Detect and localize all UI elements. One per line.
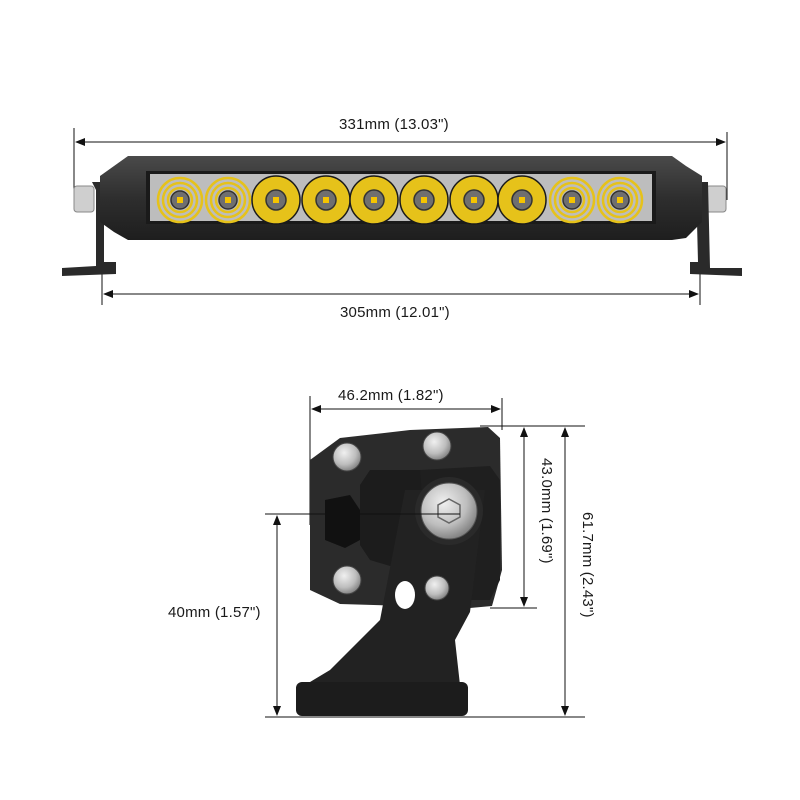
led-light-bar	[62, 156, 742, 276]
housing-height-label: 43.0mm (1.69")	[538, 458, 555, 564]
overall-length-label: 331mm (13.03")	[339, 116, 449, 133]
bracket-span-label: 305mm (12.01")	[340, 304, 450, 321]
housing-height-dimension	[480, 425, 585, 609]
side-view-housing	[265, 427, 502, 716]
mount-height-label: 40mm (1.57")	[168, 604, 261, 621]
side-width-label: 46.2mm (1.82")	[338, 387, 444, 404]
led-array	[156, 175, 644, 225]
total-height-dimension	[265, 427, 585, 718]
bracket-span-dimension	[101, 260, 701, 305]
total-height-label: 61.7mm (2.43")	[579, 512, 596, 618]
